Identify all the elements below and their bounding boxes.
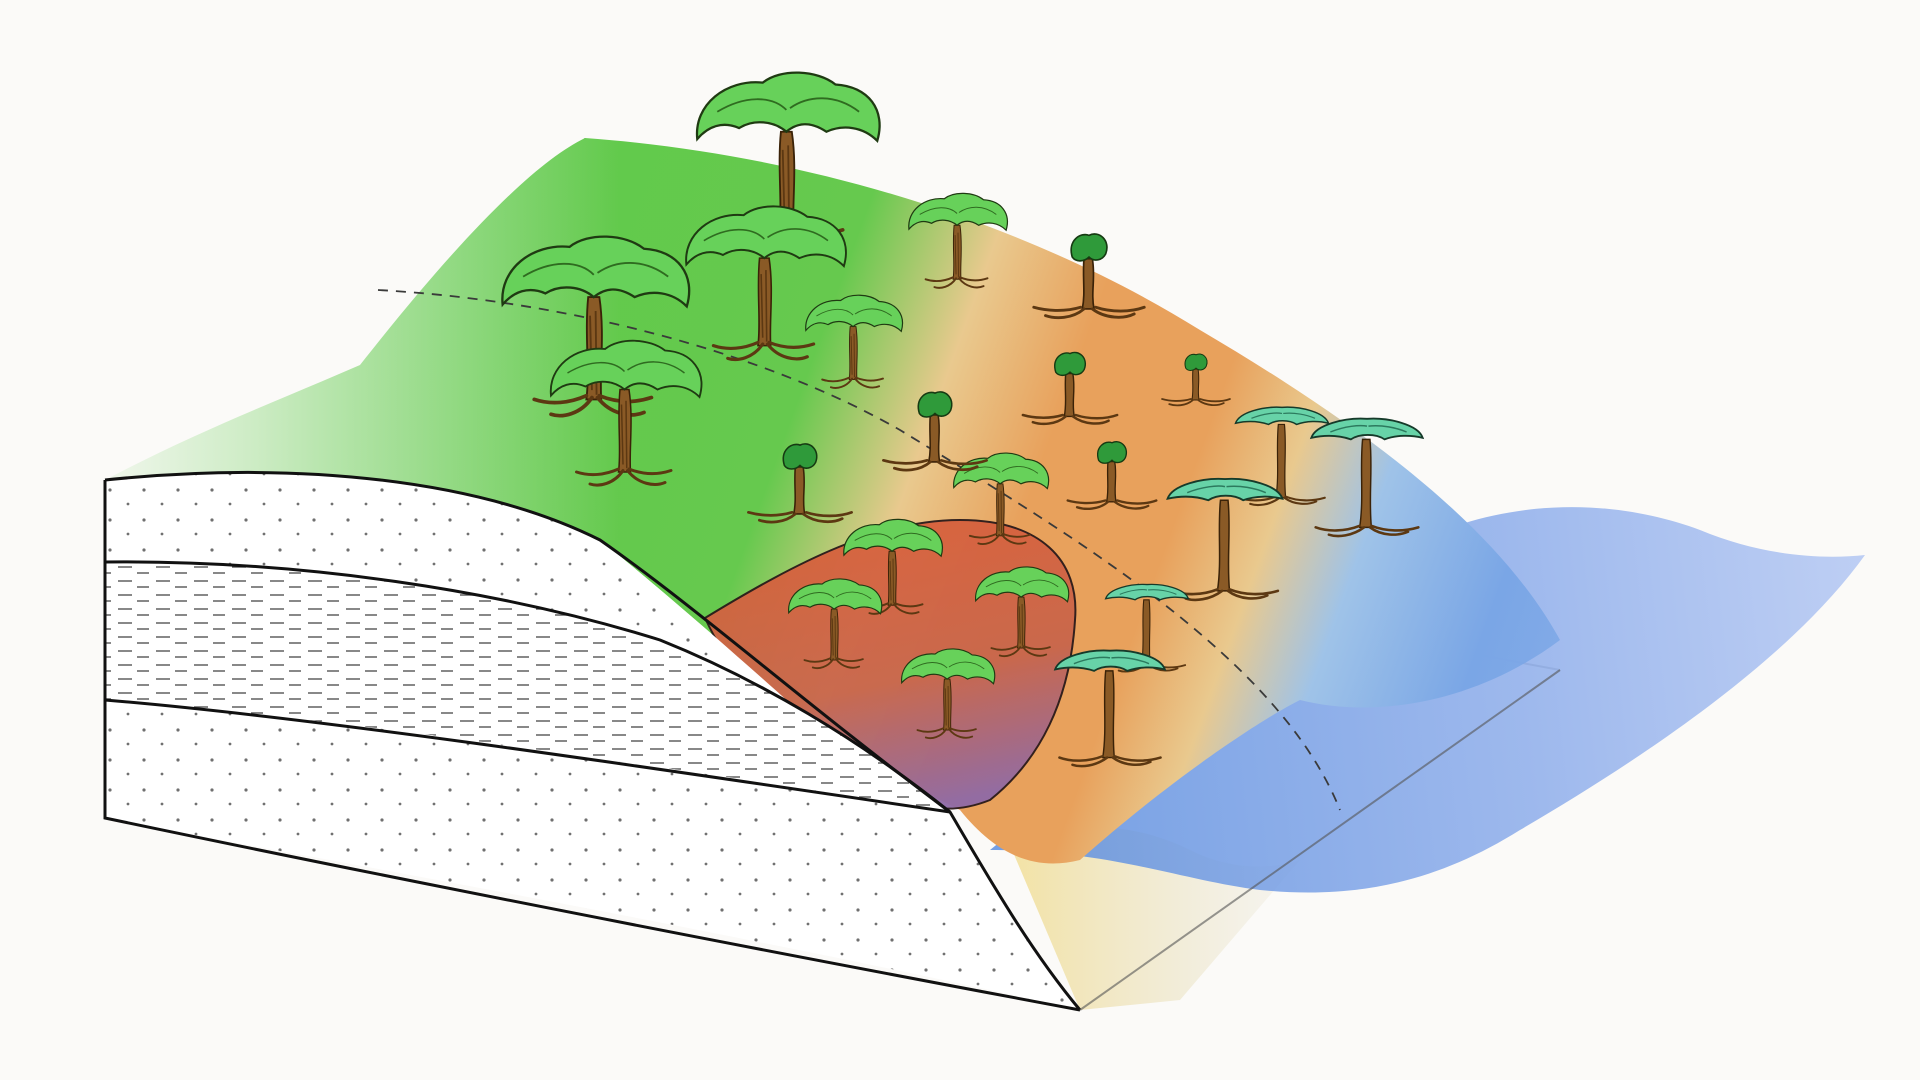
dashed-contour-line [377, 289, 1341, 811]
block-front-face [103, 471, 1082, 1012]
surface-fade [60, 120, 620, 540]
block-front-right-edge [1079, 669, 1561, 1011]
